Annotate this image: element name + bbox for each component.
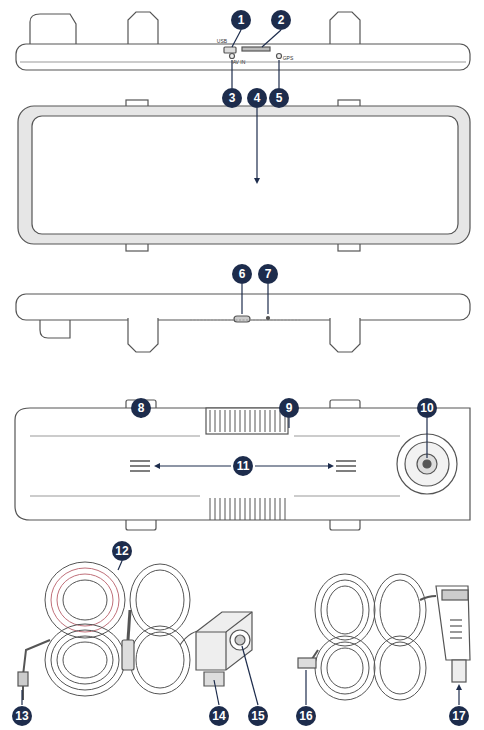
callout-number: 1 <box>231 10 251 30</box>
port-marking: GPS <box>283 55 294 61</box>
callout-number: 9 <box>279 398 299 418</box>
callout-number: 11 <box>233 456 253 476</box>
callout-number: 17 <box>449 706 469 726</box>
callout-number: 5 <box>269 88 289 108</box>
callout-number: 16 <box>296 706 316 726</box>
callout-number: 2 <box>271 10 291 30</box>
callout-number: 13 <box>12 706 32 726</box>
port-marking: USB <box>217 38 227 44</box>
callout-number: 15 <box>248 706 268 726</box>
callout-number: 7 <box>258 264 278 284</box>
callout-number: 4 <box>247 88 267 108</box>
callout-number: 12 <box>112 541 132 561</box>
callout-number: 6 <box>232 264 252 284</box>
callout-number: 10 <box>417 398 437 418</box>
callout-number: 14 <box>209 706 229 726</box>
callout-number: 3 <box>222 88 242 108</box>
port-marking: AV IN <box>233 59 246 65</box>
callout-number: 8 <box>131 398 151 418</box>
